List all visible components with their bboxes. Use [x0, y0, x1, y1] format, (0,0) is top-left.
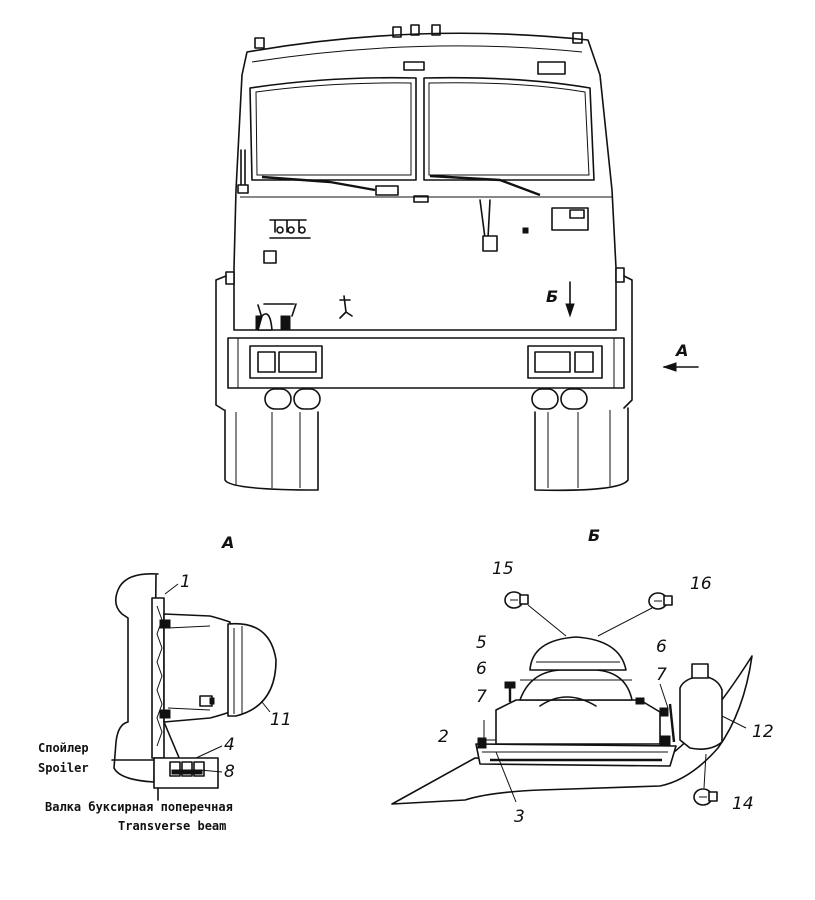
- callout-2: 2: [438, 727, 449, 747]
- view-b-title: Б: [588, 526, 600, 545]
- headlamp-body: [163, 613, 231, 723]
- bulb-16: [648, 592, 673, 610]
- beam-label-en: Transverse beam: [118, 819, 226, 833]
- callout-14: 14: [732, 794, 754, 814]
- right-mirror: [615, 267, 625, 283]
- headlamp-lens: [227, 622, 277, 717]
- left-mirror: [225, 271, 235, 285]
- right-fender: [623, 275, 633, 409]
- lamp-dome: [529, 636, 627, 671]
- cab-outline: [233, 32, 617, 331]
- headlamp-housing: [495, 699, 661, 745]
- view-b-arrow: Б: [546, 281, 575, 318]
- base-plate: [475, 743, 677, 767]
- callout-7-right: 7: [656, 665, 667, 685]
- callout-3: 3: [514, 807, 525, 827]
- bulb-15: [504, 591, 529, 609]
- side-lamp-housing: [679, 675, 723, 750]
- callout-12: 12: [752, 722, 774, 742]
- bumper: [227, 337, 625, 389]
- callout-16: 16: [690, 574, 712, 594]
- callout-4: 4: [224, 735, 235, 755]
- windshield: [249, 76, 595, 181]
- callout-7-left: 7: [476, 687, 487, 707]
- view-a-title: A: [220, 533, 234, 552]
- spoiler-label-en: Spoiler: [38, 761, 89, 775]
- beam-label-ru: Валка буксирная поперечная: [45, 800, 233, 814]
- callout-15: 15: [492, 559, 514, 579]
- transverse-beam: [111, 757, 219, 801]
- callout-6-right: 6: [656, 637, 667, 657]
- view-a-arrow: A: [662, 341, 699, 372]
- spoiler-profile: [113, 573, 159, 783]
- wipers: [261, 174, 541, 203]
- callout-6-left: 6: [476, 659, 487, 679]
- callout-8: 8: [224, 762, 235, 782]
- roof-marker-lights: [254, 24, 583, 49]
- left-fender: [215, 275, 227, 411]
- detail-b-lamp-assembly: 15 16 5 6 7 6 7 2 3 12 14: [391, 559, 774, 827]
- spoiler-label-ru: Спойлер: [38, 741, 89, 755]
- callout-11: 11: [270, 710, 292, 730]
- left-headlamp-block: [249, 345, 323, 410]
- wheels: [224, 407, 629, 492]
- panel-wiring-right: [479, 199, 589, 252]
- detail-a-headlamp-side: 1 4 8 11 Спойлер Spoiler Валка буксирная…: [38, 572, 292, 833]
- truck-front-view: A Б: [215, 24, 699, 492]
- arrow-a-label: A: [674, 341, 688, 360]
- panel-wiring-left: [263, 219, 311, 264]
- callout-5: 5: [476, 633, 487, 653]
- horns: [255, 303, 297, 331]
- right-headlamp-block: [527, 345, 603, 410]
- callout-1: 1: [180, 572, 191, 592]
- screws: [477, 681, 676, 749]
- bulb-14: [693, 788, 718, 806]
- arrow-b-label: Б: [546, 287, 558, 306]
